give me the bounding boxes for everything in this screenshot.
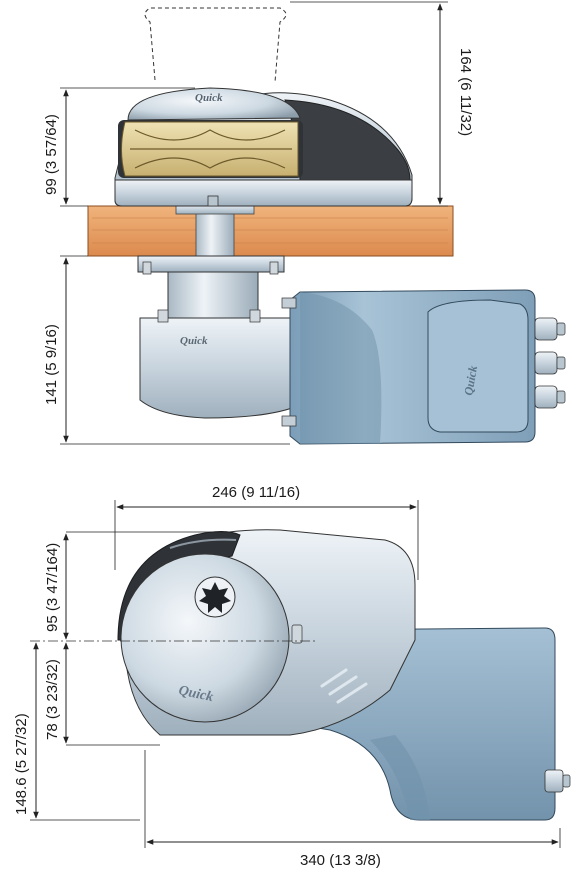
drum-cap — [127, 87, 301, 121]
mount-plate — [137, 255, 285, 273]
side-elevation-view: Quick Quick Quick — [87, 7, 566, 445]
plan-view: Quick — [117, 529, 571, 821]
clearance-outline — [144, 7, 287, 83]
dim-top-width: 246 (9 11/16) — [212, 484, 300, 501]
control-box-cover — [427, 299, 529, 433]
gearbox-body — [139, 317, 301, 419]
cable-glands — [534, 317, 566, 409]
gearbox-logo: Quick — [180, 335, 208, 347]
dim-below-deck-height: 141 (5 9/16) — [43, 324, 60, 405]
drum-top — [120, 553, 290, 723]
dim-drum-height: 99 (3 57/64) — [43, 114, 60, 195]
dim-overall-length: 340 (13 3/8) — [300, 852, 381, 869]
drum-logo: Quick — [177, 683, 214, 705]
shaft — [195, 205, 235, 265]
dim-base-height: 148.6 (5 27/32) — [13, 713, 30, 815]
motor-logo: Quick — [461, 365, 480, 397]
dim-upper-half: 95 (3 47/164) — [44, 543, 61, 632]
side-elevation-dimensions: 99 (3 57/64) 164 (6 11/32) 141 (5 9/16) — [43, 1, 474, 445]
dim-lower-half: 78 (3 23/32) — [44, 659, 61, 740]
deck-plank — [87, 205, 454, 257]
star-socket — [194, 576, 236, 618]
gearbox-neck — [167, 271, 259, 319]
cap-logo: Quick — [195, 92, 223, 104]
dim-clearance-height: 164 (6 11/32) — [457, 48, 474, 136]
plan-view-dimensions: 246 (9 11/16) 95 (3 47/164) 78 (3 23/32)… — [13, 484, 561, 869]
